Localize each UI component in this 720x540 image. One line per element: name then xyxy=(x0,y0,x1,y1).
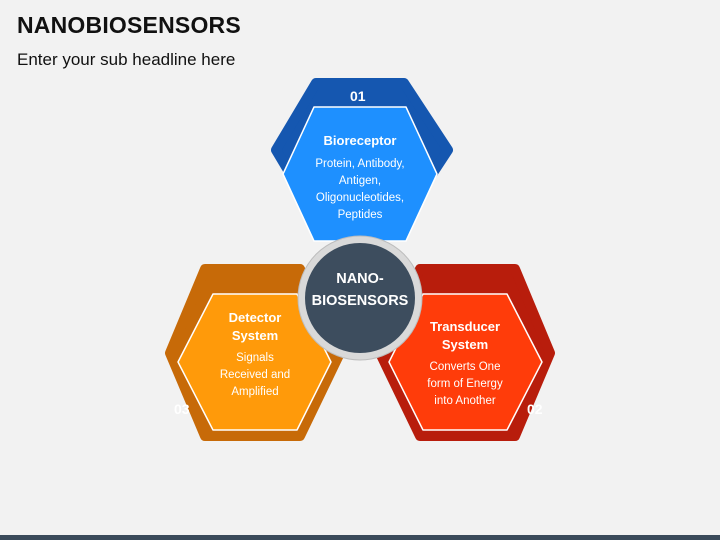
bioreceptor-text: Bioreceptor Protein, Antibody, Antigen, … xyxy=(290,132,430,224)
page-subtitle: Enter your sub headline here xyxy=(17,50,236,69)
bottom-bar xyxy=(0,535,720,540)
transducer-desc-line-3: into Another xyxy=(434,395,496,407)
bioreceptor-desc-line-2: Antigen, xyxy=(338,175,382,187)
detector-hexagon-inner xyxy=(177,293,332,431)
transducer-desc-line-1: Converts One xyxy=(429,361,501,373)
transducer-title-line-1: Transducer xyxy=(429,319,501,334)
transducer-desc-line-2: form of Energy xyxy=(427,378,503,390)
node-number-03: 03 xyxy=(174,401,190,417)
page-title: NANOBIOSENSORS xyxy=(17,12,241,38)
detector-title-line-2: System xyxy=(231,328,279,343)
center-label: NANO- BIOSENSORS xyxy=(300,268,420,312)
detector-desc-line-3: Amplified xyxy=(231,386,279,398)
center-label-line-1: NANO- xyxy=(336,271,384,287)
detector-title-line-1: Detector xyxy=(228,310,282,325)
transducer-text: Transducer System Converts One form of E… xyxy=(405,318,525,410)
bioreceptor-desc-line-3: Oligonucleotides, xyxy=(315,192,405,204)
node-number-02: 02 xyxy=(527,401,543,417)
transducer-hexagon-inner xyxy=(388,293,543,431)
node-number-01: 01 xyxy=(350,88,366,104)
bioreceptor-desc-line-1: Protein, Antibody, xyxy=(315,158,405,170)
detector-desc-line-2: Received and xyxy=(219,369,291,381)
detector-desc-line-1: Signals xyxy=(236,352,274,364)
center-label-line-2: BIOSENSORS xyxy=(311,293,409,309)
bioreceptor-title: Bioreceptor xyxy=(323,133,397,148)
bioreceptor-hexagon-inner xyxy=(282,106,438,242)
center-circle xyxy=(305,243,415,353)
detector-text: Detector System Signals Received and Amp… xyxy=(195,309,315,401)
transducer-title-line-2: System xyxy=(441,337,489,352)
bioreceptor-desc-line-4: Peptides xyxy=(337,209,383,221)
